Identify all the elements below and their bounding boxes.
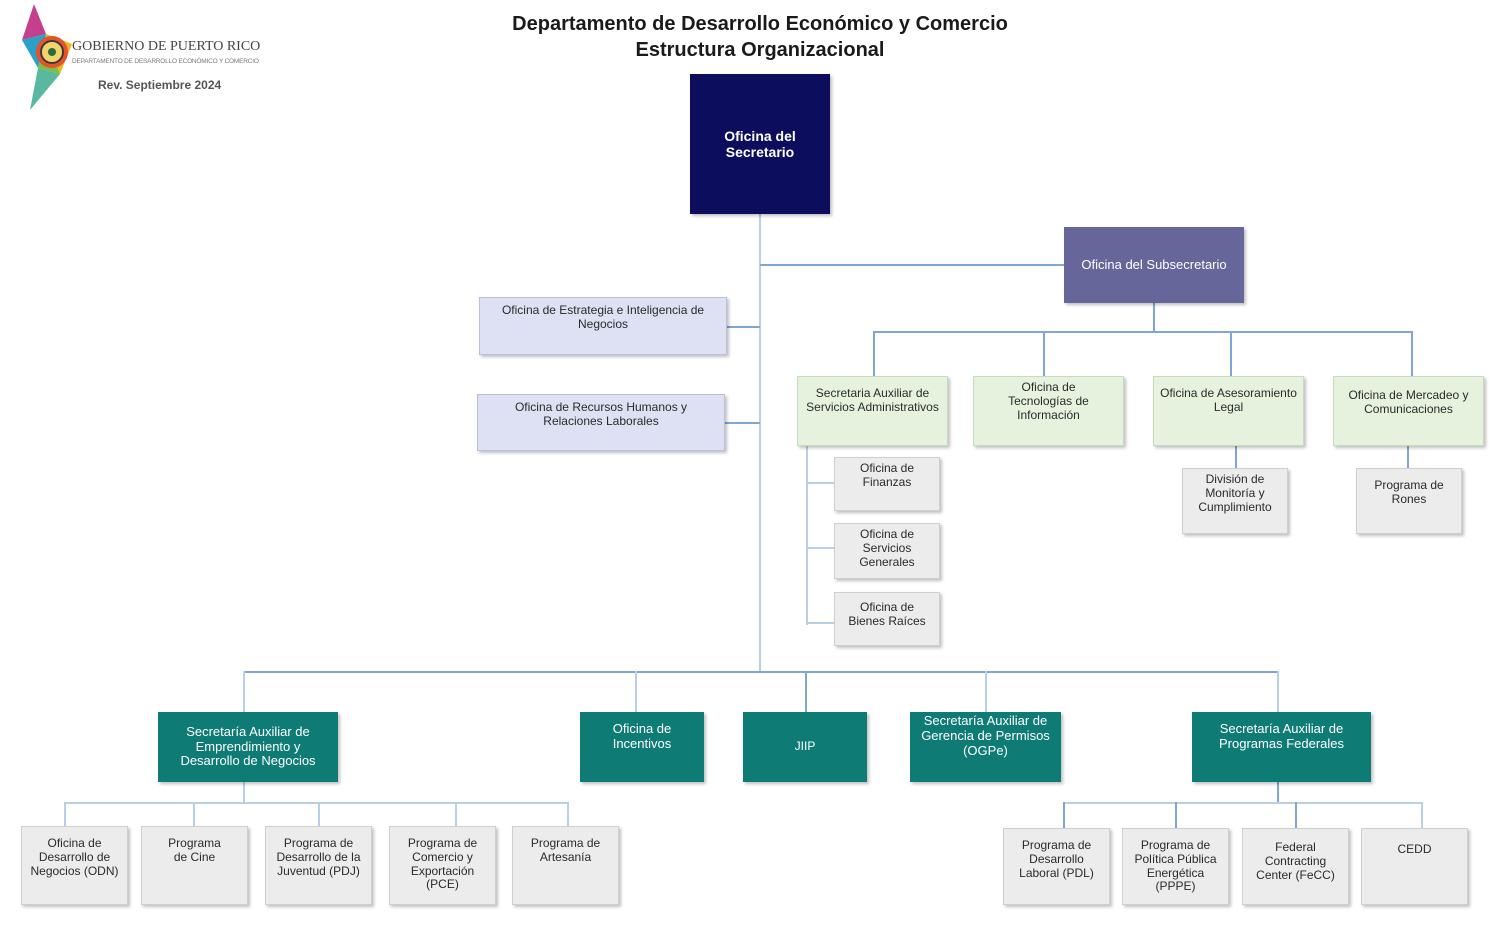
department-name: DEPARTAMENTO DE DESARROLLO ECONÓMICO Y C… <box>72 58 259 65</box>
connector-bienes <box>806 622 834 624</box>
connector-f4 <box>1421 802 1423 828</box>
connector-e1 <box>64 802 66 826</box>
box-pdj: Programa de Desarrollo de la Juventud (P… <box>265 826 372 905</box>
box-programas-federales: Secretaría Auxiliar de Programas Federal… <box>1192 712 1371 782</box>
box-pppe: Programa de Política Pública Energética … <box>1122 828 1229 905</box>
box-monitoria: División de Monitoría y Cumplimiento <box>1182 468 1288 534</box>
box-recursos-humanos: Oficina de Recursos Humanos y Relaciones… <box>477 394 725 451</box>
box-estrategia: Oficina de Estrategia e Inteligencia de … <box>479 297 727 355</box>
box-subsecretario: Oficina del Subsecretario <box>1064 227 1244 303</box>
connector-to-rrhh <box>724 422 760 424</box>
page-subtitle: Estructura Organizacional <box>635 39 885 61</box>
connector-e5 <box>567 802 569 826</box>
connector-e3 <box>318 802 320 826</box>
box-cedd: CEDD <box>1361 828 1468 905</box>
connector-admin-children <box>806 445 808 625</box>
box-servicios-generales: Oficina de Servicios Generales <box>834 523 940 579</box>
connector-main-vertical <box>759 214 761 672</box>
box-jiip: JIIP <box>743 712 867 782</box>
connector-sub-down <box>1153 302 1155 332</box>
box-cine: Programa de Cine <box>141 826 248 905</box>
connector-emp-down <box>243 781 245 803</box>
box-servicios-administrativos: Secretaria Auxiliar de Servicios Adminis… <box>797 376 948 446</box>
logo: GOBIERNO DE PUERTO RICO DEPARTAMENTO DE … <box>16 4 336 114</box>
box-odn: Oficina de Desarrollo de Negocios (ODN) <box>21 826 128 905</box>
connector-legal-child <box>1235 446 1237 468</box>
connector-sub-2 <box>1043 331 1045 376</box>
connector-sub-branch <box>873 331 1413 333</box>
puerto-rico-emblem-icon <box>22 4 72 110</box>
connector-fed-down <box>1277 781 1279 803</box>
box-incentivos: Oficina de Incentivos <box>580 712 704 782</box>
connector-to-subsecretario <box>760 264 1064 266</box>
connector-b4 <box>985 671 987 712</box>
connector-bottom-branch <box>243 671 1279 673</box>
box-ogpe: Secretaría Auxiliar de Gerencia de Permi… <box>910 712 1061 782</box>
connector-to-estrategia <box>726 326 760 328</box>
connector-sub-3 <box>1230 331 1232 376</box>
connector-b3 <box>805 671 807 712</box>
connector-sub-1 <box>873 331 875 376</box>
box-emprendimiento: Secretaría Auxiliar de Emprendimiento y … <box>158 712 338 782</box>
box-programa-rones: Programa de Rones <box>1356 468 1462 534</box>
box-asesoramiento-legal: Oficina de Asesoramiento Legal <box>1153 376 1304 446</box>
page-title: Departamento de Desarrollo Económico y C… <box>512 13 1008 35</box>
connector-b1 <box>243 671 245 712</box>
government-name: GOBIERNO DE PUERTO RICO <box>72 39 261 54</box>
connector-servicios <box>806 547 834 549</box>
connector-marketing-child <box>1407 446 1409 468</box>
connector-emp-branch <box>64 802 569 804</box>
connector-b2 <box>635 671 637 712</box>
box-finanzas: Oficina de Finanzas <box>834 457 940 511</box>
box-secretario: Oficina del Secretario <box>690 74 830 214</box>
box-mercadeo: Oficina de Mercadeo y Comunicaciones <box>1333 376 1484 446</box>
box-artesania: Programa de Artesanía <box>512 826 619 905</box>
connector-e2 <box>193 802 195 826</box>
connector-e4 <box>455 802 457 826</box>
connector-f3 <box>1295 802 1297 828</box>
connector-f2 <box>1175 802 1177 828</box>
box-fecc: Federal Contracting Center (FeCC) <box>1242 828 1349 905</box>
connector-sub-4 <box>1411 331 1413 376</box>
revision-date: Rev. Septiembre 2024 <box>98 78 222 92</box>
box-bienes-raices: Oficina de Bienes Raíces <box>834 592 940 646</box>
connector-b5 <box>1277 671 1279 712</box>
box-tecnologias: Oficina de Tecnologías de Información <box>973 376 1124 446</box>
box-pdl: Programa de Desarrollo Laboral (PDL) <box>1003 828 1110 905</box>
connector-f1 <box>1063 802 1065 828</box>
box-pce: Programa de Comercio y Exportación (PCE) <box>389 826 496 905</box>
connector-fed-branch <box>1063 802 1423 804</box>
connector-finanzas <box>806 482 834 484</box>
